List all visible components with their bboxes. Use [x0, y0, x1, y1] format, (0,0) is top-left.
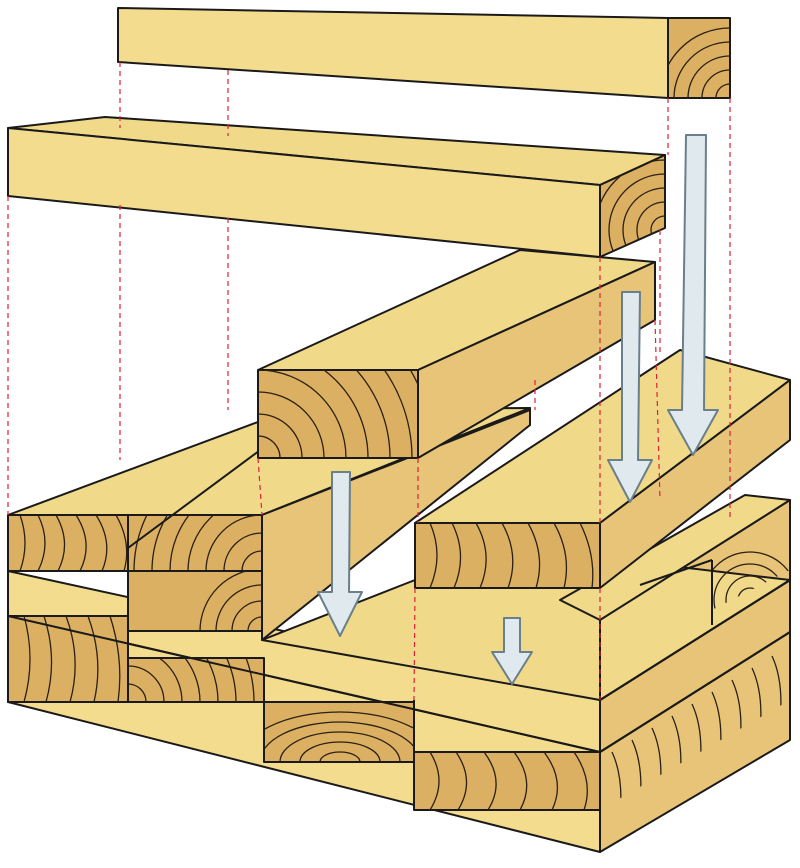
grain-j: [264, 711, 414, 762]
middle-board: [257, 249, 656, 459]
top-board-face: [117, 7, 669, 99]
end-grain-b: [127, 514, 263, 572]
end-grain-i: [127, 657, 265, 703]
arrow-large: [667, 134, 719, 456]
arrow-medium: [607, 291, 653, 503]
base-panel: [7, 407, 791, 853]
arrow-left: [317, 471, 363, 637]
grain-a: [19, 515, 128, 571]
arrow-small: [491, 617, 533, 685]
end-grain-a: [7, 514, 129, 572]
grain-d: [429, 523, 594, 588]
alignment-guides: [7, 62, 731, 701]
base-right-strip-top: [559, 494, 791, 621]
grain-h: [23, 616, 121, 702]
grain-f: [600, 155, 665, 257]
top-board: [117, 7, 731, 99]
end-grain-k: [413, 751, 601, 811]
grain-k: [429, 752, 588, 810]
end-grain-d: [414, 522, 601, 589]
second-board: [7, 116, 666, 258]
base-middle-exposed-top: [261, 559, 791, 701]
end-grain-c: [127, 570, 263, 632]
end-grain-g: [667, 17, 731, 99]
assembly-arrows: [317, 134, 719, 685]
end-grain-e: [257, 369, 419, 459]
